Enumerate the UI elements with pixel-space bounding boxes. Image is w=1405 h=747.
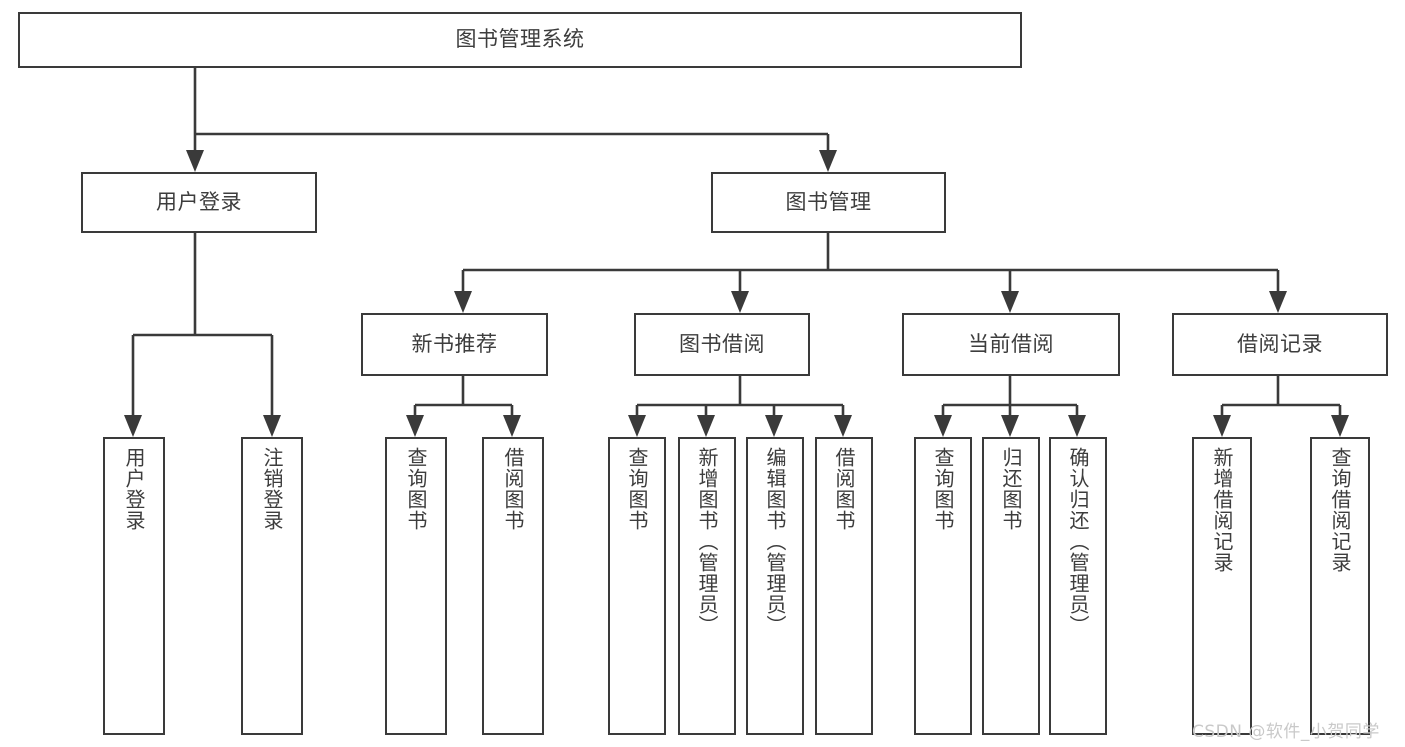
node-current-borrow-label: 当前借阅 [968,331,1054,356]
node-book-management-label: 图书管理 [785,189,872,214]
leaf-current-borrow-2[interactable]: 归还图书 [982,437,1040,735]
leaf-new-book-2[interactable]: 借阅图书 [482,437,544,735]
leaf-label: 借阅图书 [832,447,856,531]
node-borrow-record-label: 借阅记录 [1237,331,1323,356]
leaf-label: 查询图书 [931,447,955,531]
leaf-new-book-1[interactable]: 查询图书 [385,437,447,735]
leaf-book-borrow-1[interactable]: 查询图书 [608,437,666,735]
leaf-label: 查询借阅记录 [1328,447,1352,573]
node-user-login[interactable]: 用户登录 [81,172,317,233]
leaf-current-borrow-1[interactable]: 查询图书 [914,437,972,735]
leaf-label: 编辑图书（管理员） [763,447,787,636]
node-root-label: 图书管理系统 [455,27,585,52]
leaf-current-borrow-3[interactable]: 确认归还（管理员） [1049,437,1107,735]
leaf-label: 借阅图书 [501,447,525,531]
leaf-book-borrow-2[interactable]: 新增图书（管理员） [678,437,736,735]
node-user-login-label: 用户登录 [156,189,242,214]
leaf-label: 用户登录 [122,447,146,531]
node-book-management[interactable]: 图书管理 [711,172,946,233]
leaf-label: 新增图书（管理员） [695,447,719,636]
leaf-label: 查询图书 [625,447,649,531]
leaf-borrow-record-1[interactable]: 新增借阅记录 [1192,437,1252,735]
csdn-watermark: CSDN @软件_小贺同学 [1192,722,1380,742]
leaf-label: 注销登录 [260,447,284,531]
leaf-book-borrow-3[interactable]: 编辑图书（管理员） [746,437,804,735]
node-new-book-recommend-label: 新书推荐 [411,331,498,356]
node-book-borrow-label: 图书借阅 [679,331,765,356]
leaf-book-borrow-4[interactable]: 借阅图书 [815,437,873,735]
leaf-label: 归还图书 [999,447,1023,531]
node-root[interactable]: 图书管理系统 [18,12,1022,68]
leaf-label: 查询图书 [404,447,428,531]
node-new-book-recommend[interactable]: 新书推荐 [361,313,548,376]
leaf-user-login-2[interactable]: 注销登录 [241,437,303,735]
node-book-borrow[interactable]: 图书借阅 [634,313,810,376]
leaf-label: 确认归还（管理员） [1066,447,1090,636]
node-borrow-record[interactable]: 借阅记录 [1172,313,1388,376]
leaf-borrow-record-2[interactable]: 查询借阅记录 [1310,437,1370,735]
leaf-label: 新增借阅记录 [1210,447,1234,573]
node-current-borrow[interactable]: 当前借阅 [902,313,1120,376]
leaf-user-login-1[interactable]: 用户登录 [103,437,165,735]
